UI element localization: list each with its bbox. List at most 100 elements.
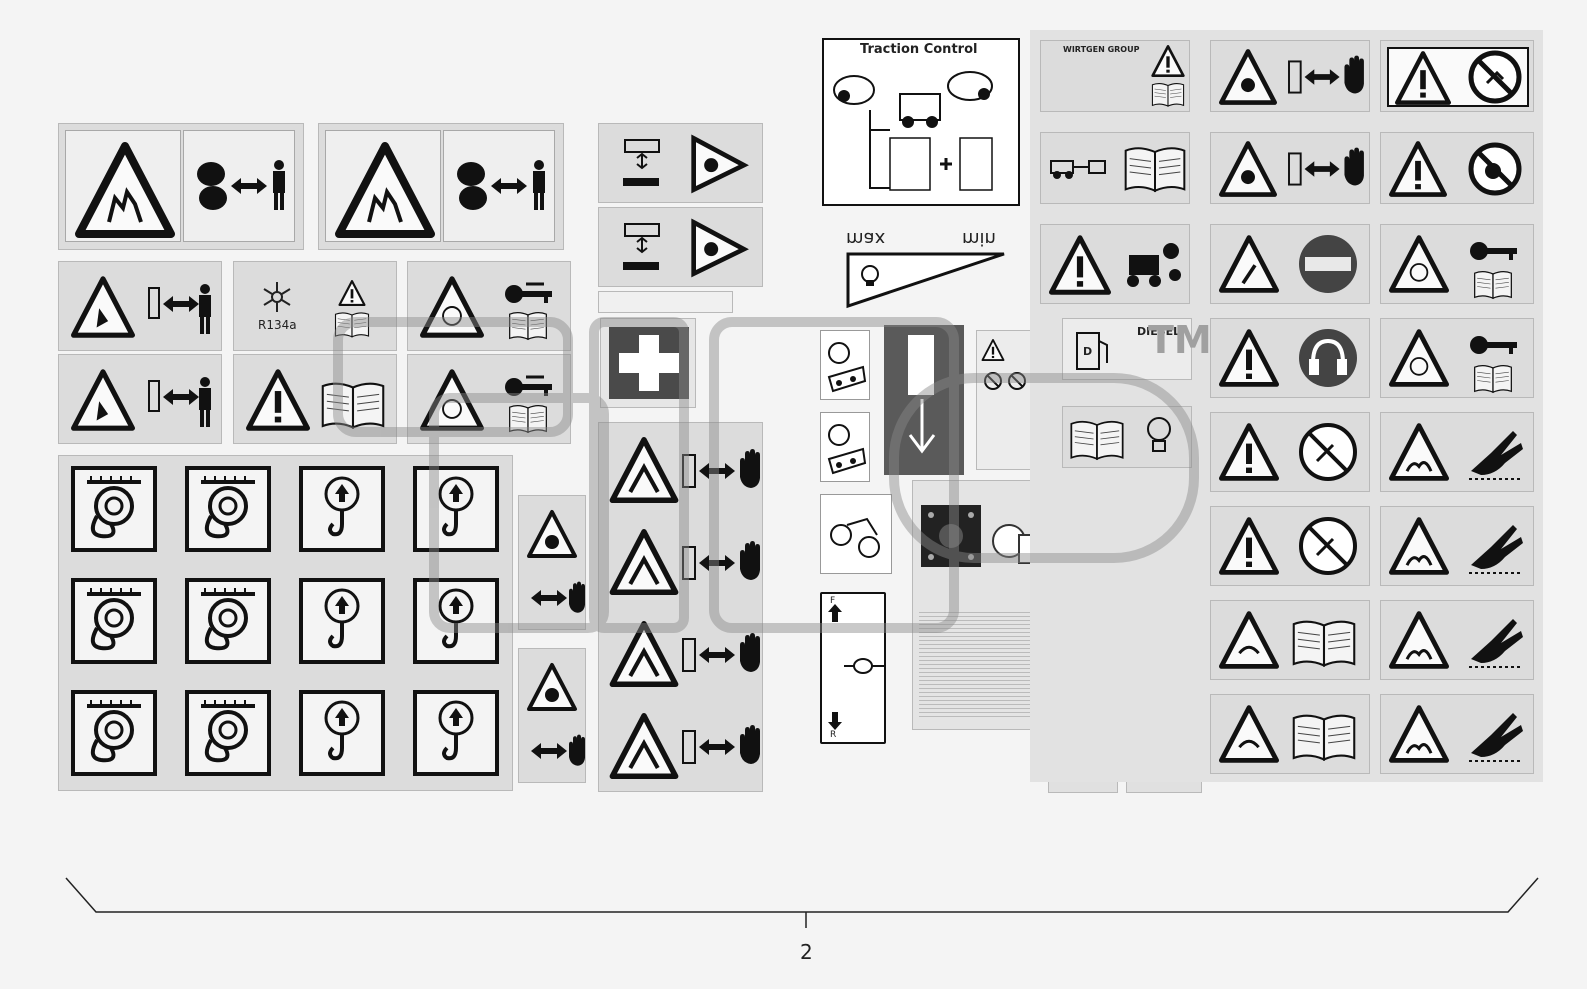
tiedown-lifting-decal-sheet [58, 455, 513, 791]
warning-icon [338, 280, 366, 306]
warning-icon [1389, 235, 1449, 293]
roller-distance-icon [197, 160, 285, 210]
tie-down-point-icon [185, 466, 271, 552]
diesel-decal: D DIESEL [1062, 318, 1192, 380]
tow-vehicle-icon [1050, 160, 1106, 179]
key-icon [1470, 242, 1517, 260]
warning-text-panel-1 [976, 330, 1038, 470]
min-label: min [962, 228, 996, 249]
roller-distance-icon [457, 160, 545, 210]
tie-down-point-icon [71, 690, 157, 776]
warning-icon [1219, 329, 1279, 387]
hot-surface-decal-4 [1380, 694, 1534, 774]
first-aid-cross-icon [609, 327, 689, 399]
crush-warning-icon [335, 142, 435, 238]
prohibition-icon [1468, 142, 1522, 196]
ear-protection-icon [1299, 329, 1357, 387]
hand-hazard-decal-r2 [1210, 132, 1370, 204]
reverse-label: R [830, 730, 837, 740]
arrow-up-icon [828, 604, 842, 622]
hand-hazard-decal-r1 [1210, 40, 1370, 112]
traction-control-title: Traction Control [860, 42, 978, 57]
lifting-point-icon [299, 690, 385, 776]
hand-burn-icon [1469, 713, 1523, 762]
ear-protection-decal [1210, 318, 1370, 398]
operating-decal-3 [820, 494, 892, 574]
tow-manual-decal [1040, 132, 1190, 204]
refrigerant-decal: R134a [233, 261, 397, 351]
warning-icon [420, 276, 484, 338]
crush-warning-icon [75, 142, 175, 238]
text-block [919, 609, 1031, 717]
cutting-warning-icon [609, 437, 679, 503]
snowflake-icon [263, 282, 291, 312]
refrigerant-label: R134a [258, 318, 297, 332]
hand-pinch-icon [623, 139, 660, 186]
machine-hazard-decal [1040, 224, 1190, 304]
warning-icon [71, 276, 135, 338]
hand-distance-icon [682, 541, 760, 580]
operation-icon [827, 342, 867, 393]
white-bar [908, 335, 934, 395]
key-icon [505, 282, 552, 303]
fuel-direction-decal: F R [820, 592, 886, 744]
hand-distance-icon [531, 734, 585, 766]
hot-surface-warning-icon [1389, 611, 1449, 669]
hand-hazard-decal-vertical-1 [518, 495, 586, 630]
manual-icon [1124, 147, 1186, 192]
key-manual-decal-r1 [1380, 224, 1534, 304]
warning-icon [1389, 329, 1449, 387]
hot-surface-decal-3 [1380, 600, 1534, 680]
manufacturer-plate: WIRTGEN GROUP [1040, 40, 1190, 112]
hand-burn-icon [1469, 619, 1523, 668]
keep-distance-icon [148, 284, 211, 334]
operation-icon [827, 424, 867, 475]
traction-control-diagram [833, 71, 993, 191]
machine-icon [830, 517, 880, 558]
tie-down-point-icon [185, 578, 271, 664]
hand-pinch-icon [623, 223, 660, 270]
cutting-warning-icon [609, 529, 679, 595]
battery-manual-decal-1 [1210, 600, 1370, 680]
prohibition-icon [1468, 50, 1522, 104]
warning-icon [1151, 45, 1185, 77]
no-spray-icon [1299, 517, 1357, 575]
manual-icon [1292, 620, 1356, 667]
key-icon [505, 375, 552, 396]
warning-icon [1219, 141, 1277, 197]
hand-hazard-decal-vertical-2 [518, 648, 586, 783]
safety-decal-key-manual-1 [407, 261, 571, 351]
callout-number: 2 [800, 940, 813, 964]
warning-icon [1219, 517, 1279, 575]
traction-control-decal: Traction Control [822, 38, 1020, 206]
warning-icon [1049, 235, 1111, 295]
hazard-triangle-icon [691, 134, 749, 194]
info-decal-large [912, 480, 1038, 730]
no-spray-decal-1 [1210, 412, 1370, 492]
hand-distance-icon [1288, 55, 1364, 94]
arrow-down-icon [908, 399, 936, 454]
no-tampering-decal-2 [1380, 132, 1534, 204]
warning-icon [1389, 141, 1447, 197]
callout-bracket [65, 877, 1539, 928]
manual-icon [1292, 714, 1356, 761]
warning-icon [1219, 423, 1279, 481]
hand-distance-icon [682, 725, 760, 764]
read-manual-decal [233, 354, 397, 444]
entanglement-warning-icon [527, 663, 577, 711]
fuel-type-letter: D [1083, 345, 1093, 358]
watermark-logo [333, 317, 1199, 633]
safety-decal-keep-distance-1 [58, 261, 222, 351]
warning-icon [1219, 235, 1279, 293]
arrow-strip-decal [884, 325, 964, 475]
small-strip-label [598, 291, 733, 313]
warning-icon [246, 369, 310, 431]
arrow-down-icon [828, 712, 842, 730]
hot-surface-warning-icon [1389, 423, 1449, 481]
hand-distance-icon [1288, 147, 1364, 186]
safety-decal-crush-hazard-1 [58, 123, 304, 250]
hot-surface-decal-1 [1380, 412, 1534, 492]
operating-decal-1 [820, 330, 870, 400]
hand-burn-icon [1469, 525, 1523, 574]
hand-pinch-decal-1 [598, 123, 763, 203]
